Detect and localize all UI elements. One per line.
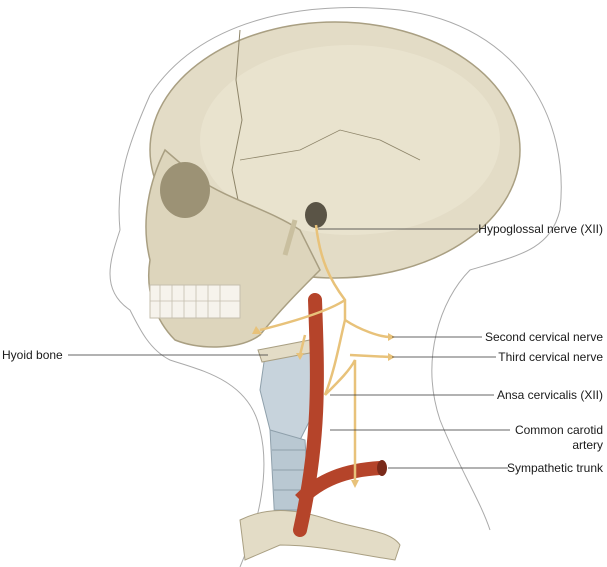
label-ansa-cervicalis: Ansa cervicalis (XII) bbox=[496, 388, 603, 402]
label-second-cervical-nerve: Second cervical nerve bbox=[484, 330, 603, 344]
leader-lines bbox=[68, 228, 510, 469]
label-hypoglossal-nerve: Hypoglossal nerve (XII) bbox=[478, 222, 603, 236]
label-third-cervical-nerve: Third cervical nerve bbox=[498, 350, 603, 364]
label-hyoid-bone: Hyoid bone bbox=[2, 348, 63, 362]
clavicle bbox=[239, 510, 401, 561]
ear-canal bbox=[305, 202, 327, 228]
nerves bbox=[259, 224, 391, 480]
coronal-suture bbox=[231, 29, 243, 211]
orbit bbox=[160, 162, 210, 218]
label-sympathetic-trunk: Sympathetic trunk bbox=[506, 461, 603, 475]
head-outline bbox=[149, 7, 562, 531]
subclavian bbox=[295, 461, 381, 506]
face-outline bbox=[109, 94, 265, 567]
label-common-carotid: Common carotid bbox=[514, 423, 603, 437]
teeth bbox=[149, 284, 241, 319]
label-artery: artery bbox=[572, 438, 603, 452]
